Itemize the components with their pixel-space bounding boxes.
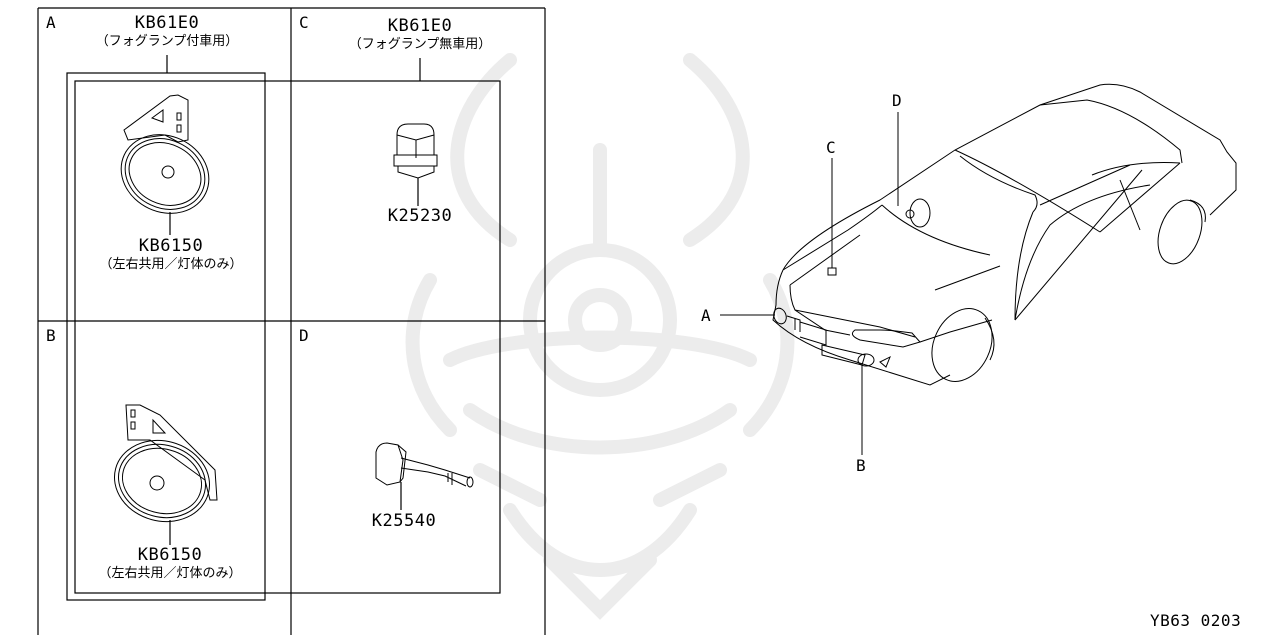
panel-d-part-number[interactable]: K25540 [371,511,437,531]
panel-b-part-number[interactable]: KB6150 [137,545,203,565]
vehicle-callout-a[interactable]: A [701,306,711,325]
combination-switch-illustration [375,442,474,488]
vehicle-callout-d[interactable]: D [892,91,902,110]
panel-c-part-number[interactable]: K25230 [387,206,453,226]
horn-b-illustration [113,404,218,523]
vehicle-illustration [772,83,1237,386]
panel-a-part-number[interactable]: KB6150 [138,236,204,256]
panel-d-letter: D [299,326,309,345]
panel-a-group-note: （フォグランプ付車用） [95,34,239,49]
horn-a-illustration [120,94,210,214]
panel-c-letter: C [299,13,309,32]
panel-a-part-note: （左右共用／灯体のみ） [99,257,243,272]
panel-a-group-part: KB61E0 [134,13,200,33]
watermark-emblem [405,53,795,620]
panel-a-letter: A [46,13,56,32]
relay-illustration [393,123,438,179]
panel-c-group-part: KB61E0 [387,16,453,36]
panel-b-letter: B [46,326,56,345]
panel-b-part-note: （左右共用／灯体のみ） [98,566,242,581]
panel-c-group-note: （フォグランプ無車用） [348,37,492,52]
diagram-code: YB63 0203 [1150,611,1242,630]
vehicle-callout-c[interactable]: C [826,138,836,157]
vehicle-callout-b[interactable]: B [856,456,866,475]
